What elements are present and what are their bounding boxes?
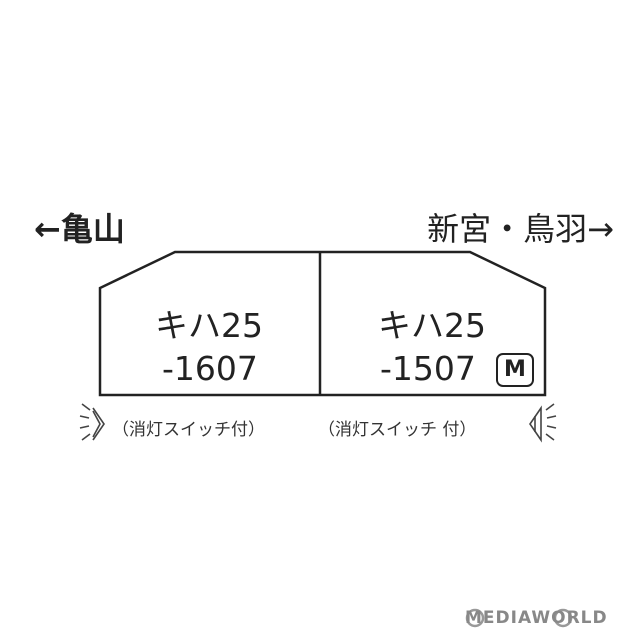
- headlight-icon: [79, 403, 105, 441]
- car-1-note: （消灯スイッチ付）: [112, 420, 265, 440]
- direction-right-label: 新宮・鳥羽→: [427, 210, 614, 248]
- brand-logo-icon: [465, 608, 485, 628]
- car-2-note: （消灯スイッチ 付）: [318, 420, 477, 440]
- car-1-number: -1607: [162, 349, 258, 388]
- car-2-type: キハ25: [378, 306, 486, 345]
- motor-car-badge: M: [496, 353, 534, 387]
- speaker-icon: [529, 403, 557, 443]
- car-2-number: -1507: [380, 349, 476, 388]
- brand-logo-icon-2: [553, 608, 573, 628]
- direction-left-label: ←亀山: [34, 210, 125, 248]
- train-body-outline: [98, 250, 547, 397]
- car-1-type: キハ25: [155, 306, 263, 345]
- watermark-text: MEDIAWORLD: [465, 608, 608, 628]
